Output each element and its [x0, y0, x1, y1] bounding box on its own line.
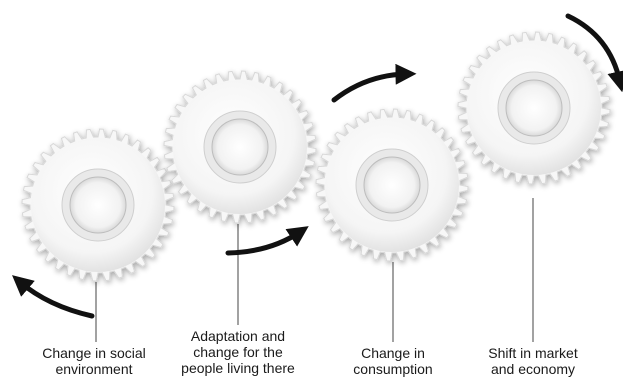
- rotation-arrow-counterclockwise-curved-arrow-icon: [565, 13, 623, 93]
- label-social-environment: Change in social environment: [42, 345, 146, 377]
- rotation-arrow-counterclockwise-curved-arrow-icon: [12, 275, 95, 319]
- gear-consumption-cog-wheel-icon: [315, 108, 469, 262]
- rotation-arrow-clockwise-curved-arrow-icon: [331, 63, 417, 103]
- label-consumption: Change in consumption: [353, 345, 433, 377]
- label-market-economy: Shift in market and economy: [488, 345, 578, 377]
- rotation-arrow-clockwise-curved-arrow-icon: [225, 226, 309, 256]
- gear-market-economy-cog-wheel-icon: [457, 31, 611, 185]
- gear-social-environment-cog-wheel-icon: [21, 128, 175, 282]
- gear-adaptation-cog-wheel-icon: [163, 70, 317, 224]
- label-adaptation: Adaptation and change for the people liv…: [181, 328, 295, 376]
